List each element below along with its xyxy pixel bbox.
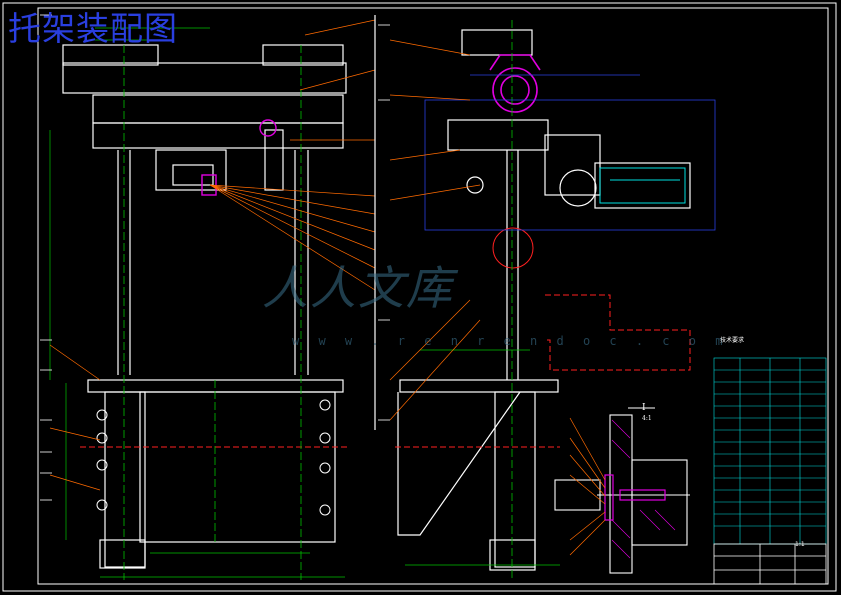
- side-view: [374, 15, 691, 571]
- leader-lines-left: [49, 19, 376, 491]
- part-number-column-right: [378, 24, 390, 421]
- dimensions-right: [405, 349, 560, 566]
- section-magenta: [604, 474, 666, 521]
- watermark-url: w w w . r e n r e n d o c . c o m: [292, 334, 729, 348]
- watermark-text: 人人文库: [262, 261, 454, 315]
- dimension-blue: [424, 74, 716, 231]
- section-label-main: I: [642, 403, 646, 413]
- section-label-scale: 4:1: [642, 415, 652, 422]
- section-label: I 4:1: [642, 403, 652, 423]
- scale-label: 1:1: [795, 541, 805, 548]
- section-detail: [554, 407, 690, 574]
- leader-lines-section: [569, 417, 606, 556]
- magenta-part-left: [201, 119, 277, 196]
- red-part: [492, 227, 691, 371]
- axes-left: [123, 45, 302, 580]
- drawing-title: 托架装配图: [8, 9, 178, 48]
- section-hatch: [611, 419, 676, 559]
- leader-lines-right: [389, 39, 481, 421]
- dimensions-left: [49, 27, 345, 578]
- part-number-column-left: [40, 14, 52, 501]
- cylinder-detail: [599, 167, 686, 204]
- parts-list: [713, 357, 827, 545]
- magenta-clamp: [489, 54, 541, 113]
- title-block: [713, 543, 827, 585]
- technical-requirements-header: 技术要求: [720, 337, 745, 344]
- inner-border: [37, 7, 829, 585]
- bolt-holes-left: [96, 399, 331, 516]
